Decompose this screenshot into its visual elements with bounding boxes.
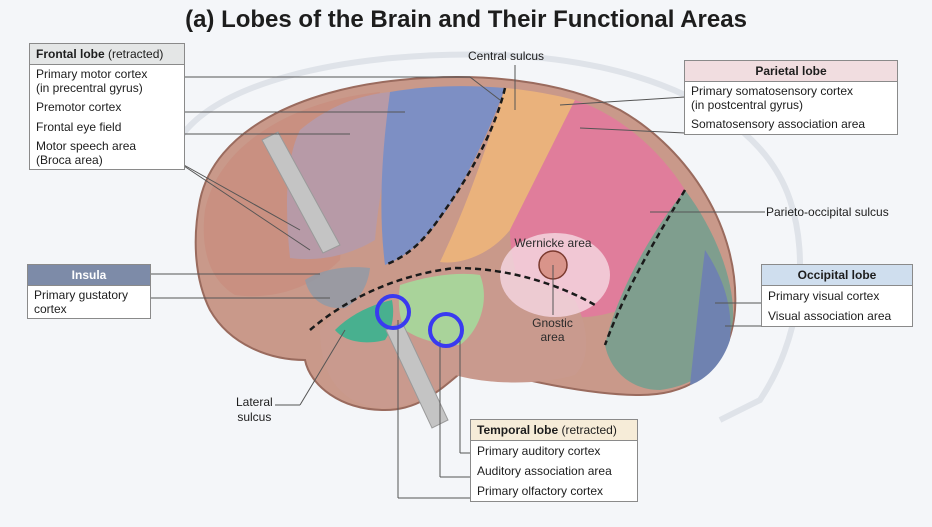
- lateral-sulcus-label-line1: Lateral: [236, 395, 273, 409]
- insula-item-line2: cortex: [34, 302, 67, 316]
- lateral-sulcus-label: Lateral sulcus: [236, 395, 273, 425]
- temporal-lobe-header: Temporal lobe (retracted): [471, 420, 637, 441]
- gnostic-area-label-line2: area: [540, 330, 565, 344]
- temporal-item-auditory: Primary auditory cortex: [477, 444, 601, 458]
- frontal-item-speech-line2: (Broca area): [36, 153, 103, 167]
- temporal-lobe-box: Temporal lobe (retracted) Primary audito…: [470, 419, 638, 502]
- occipital-lobe-box: Occipital lobe Primary visual cortex Vis…: [761, 264, 913, 327]
- frontal-item-premotor: Premotor cortex: [36, 100, 122, 114]
- frontal-lobe-header: Frontal lobe (retracted): [30, 44, 184, 65]
- frontal-lobe-name: Frontal lobe: [36, 47, 105, 61]
- occipital-item-primary: Primary visual cortex: [768, 289, 880, 303]
- occipital-item-association: Visual association area: [768, 309, 892, 323]
- lateral-sulcus-line: [309, 266, 596, 331]
- frontal-item-speech: Motor speech area (Broca area): [30, 137, 184, 169]
- insula-item: Primary gustatory cortex: [28, 286, 150, 318]
- temporal-item-auditory-association: Auditory association area: [477, 464, 612, 478]
- gnostic-area-label-line1: Gnostic: [532, 316, 573, 330]
- frontal-lobe-note: (retracted): [108, 47, 164, 61]
- insula-item-line1: Primary gustatory: [34, 288, 129, 302]
- parietal-item-somatosensory: Primary somatosensory cortex (in postcen…: [685, 82, 897, 114]
- leader-lines: [135, 65, 765, 499]
- lateral-sulcus-label-line2: sulcus: [237, 410, 272, 424]
- parietal-lobe-box: Parietal lobe Primary somatosensory cort…: [684, 60, 898, 135]
- highlight-circle-auditory: [428, 312, 464, 348]
- wernicke-area-label: Wernicke area: [514, 236, 592, 250]
- frontal-retractor: [261, 131, 341, 254]
- temporal-item-olfactory: Primary olfactory cortex: [477, 484, 604, 498]
- frontal-item-motor: Primary motor cortex (in precentral gyru…: [30, 65, 184, 97]
- gnostic-area-label: Gnostic area: [515, 316, 590, 344]
- occipital-lobe-header: Occipital lobe: [762, 265, 912, 286]
- central-sulcus-line: [384, 87, 507, 267]
- frontal-item-speech-line1: Motor speech area: [36, 139, 137, 153]
- parietal-item-association: Somatosensory association area: [691, 117, 866, 131]
- frontal-lobe-box: Frontal lobe (retracted) Primary motor c…: [29, 43, 185, 170]
- temporal-lobe-note: (retracted): [561, 423, 617, 437]
- parietal-lobe-header: Parietal lobe: [685, 61, 897, 82]
- insula-box: Insula Primary gustatory cortex: [27, 264, 151, 319]
- central-sulcus-label: Central sulcus: [468, 49, 545, 63]
- page-title: (a) Lobes of the Brain and Their Functio…: [185, 6, 747, 33]
- parietal-item-somatosensory-line2: (in postcentral gyrus): [691, 98, 804, 112]
- insula-header: Insula: [28, 265, 150, 286]
- frontal-item-eye-field: Frontal eye field: [36, 120, 122, 134]
- frontal-item-motor-line1: Primary motor cortex: [36, 67, 148, 81]
- temporal-lobe-name: Temporal lobe: [477, 423, 559, 437]
- parietal-item-somatosensory-line1: Primary somatosensory cortex: [691, 84, 854, 98]
- somatosensory-region: [440, 88, 575, 263]
- frontal-item-motor-line2: (in precentral gyrus): [36, 81, 143, 95]
- parieto-occipital-sulcus-label: Parieto-occipital sulcus: [766, 205, 889, 219]
- parieto-occipital-line: [603, 189, 687, 346]
- motor-region: [381, 86, 505, 266]
- visual-association-region: [690, 250, 731, 385]
- highlight-circle-olfactory: [375, 294, 411, 330]
- temporal-retractor: [385, 321, 449, 429]
